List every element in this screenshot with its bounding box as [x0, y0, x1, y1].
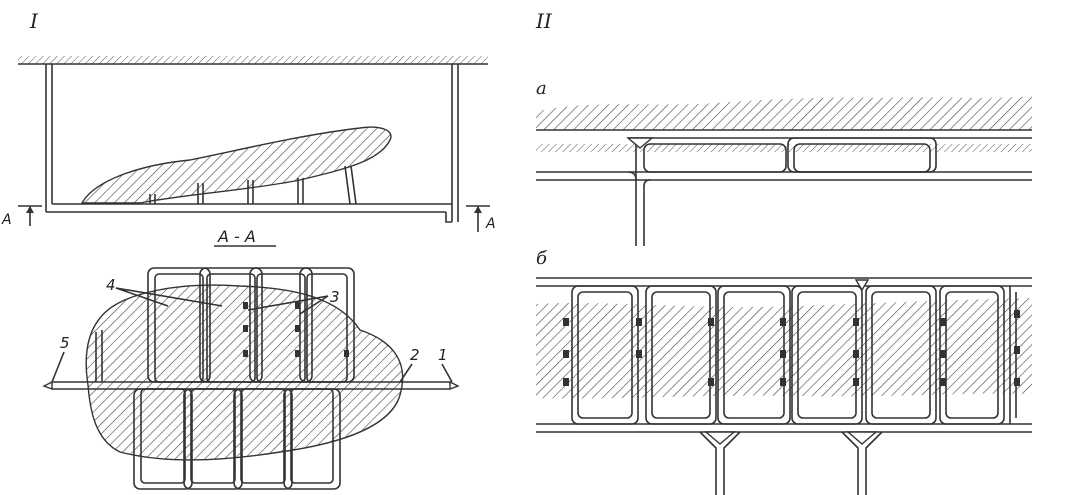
overburden-a	[536, 96, 1032, 130]
callout-2: 2	[410, 346, 420, 364]
side-drift-left	[95, 330, 103, 382]
ore-seam-a	[536, 144, 1032, 152]
ore-body-section	[80, 126, 392, 204]
callout-1: 1	[438, 346, 448, 364]
haulage-drift-part1	[46, 203, 452, 223]
workings-a	[536, 137, 1032, 246]
raise-markers-b	[563, 310, 1020, 386]
callouts-plan: 4 3 5 2 1	[51, 276, 453, 383]
surface-line-part1	[18, 56, 488, 65]
callout-3: 3	[330, 288, 340, 306]
part-2-label: II	[535, 9, 553, 33]
subfigure-a-label: а	[536, 78, 547, 99]
raises-part1	[149, 165, 357, 205]
lower-stope-loops	[133, 388, 341, 490]
section-marker-left: A	[1, 205, 42, 228]
section-marker-right-label: A	[485, 216, 496, 232]
right-shaft	[451, 64, 459, 222]
part-1-label: I	[29, 9, 39, 33]
subfigure-b-label: б	[536, 248, 548, 269]
callout-5: 5	[60, 334, 70, 352]
ore-body-plan	[85, 284, 404, 461]
callout-4: 4	[106, 276, 116, 294]
section-title: A - A	[217, 227, 256, 246]
section-marker-right: A	[466, 205, 496, 232]
raise-markers-plan	[243, 302, 349, 357]
section-marker-left-label: A	[1, 212, 12, 228]
left-shaft	[45, 64, 53, 212]
